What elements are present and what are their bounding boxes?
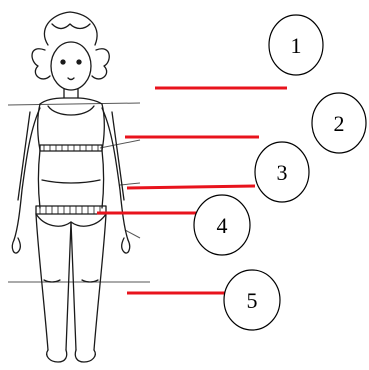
marker-number: 1 (291, 33, 302, 58)
marker-number: 4 (217, 213, 228, 238)
marker-number: 3 (277, 160, 288, 185)
marker-4: 4 (193, 194, 251, 256)
marker-5: 5 (223, 269, 281, 331)
guide-lines (7, 102, 150, 283)
marker-number: 2 (334, 111, 345, 136)
pointer-line-3 (126, 184, 256, 190)
marker-3: 3 (254, 141, 310, 203)
pointer-lines (97, 86, 287, 295)
marker-number: 5 (247, 288, 258, 313)
girl-figure-illustration (11, 11, 131, 363)
marker-2: 2 (311, 92, 367, 154)
marker-1: 1 (268, 14, 324, 76)
